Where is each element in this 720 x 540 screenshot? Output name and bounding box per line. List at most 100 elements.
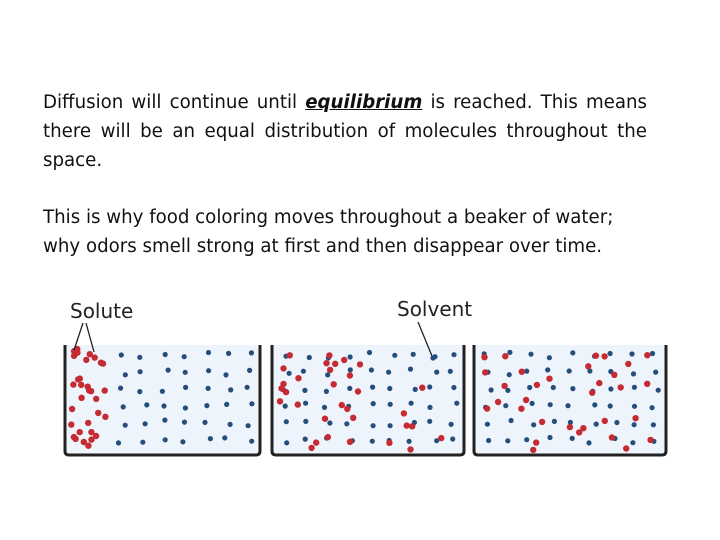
solvent-molecule [387, 401, 393, 407]
solute-molecule [617, 384, 624, 391]
solvent-molecule [650, 422, 657, 428]
solute-molecule [403, 422, 410, 429]
solvent-molecule [386, 369, 392, 375]
beaker-water [272, 345, 464, 455]
solute-molecule [608, 434, 616, 441]
solvent-molecule [282, 403, 288, 409]
solute-molecule [530, 446, 537, 454]
solvent-molecule [249, 401, 255, 407]
solute-molecule [330, 381, 337, 388]
solvent-molecule [451, 384, 457, 391]
solvent-molecule [205, 385, 211, 391]
solute-molecule [419, 384, 426, 391]
solute-molecule [101, 387, 108, 394]
solute-molecule [92, 432, 100, 440]
solvent-molecule [162, 351, 168, 358]
solute-molecule [68, 405, 76, 413]
solvent-molecule [567, 419, 573, 425]
solvent-molecule [115, 440, 122, 446]
solvent-molecule [486, 437, 492, 444]
solvent-molecule [142, 421, 148, 427]
solvent-molecule [407, 366, 414, 372]
solvent-molecule [524, 437, 530, 443]
solute-molecule [87, 388, 95, 395]
solvent-molecule [587, 368, 593, 374]
solvent-molecule [327, 420, 333, 426]
solute-molecule [72, 435, 79, 443]
solvent-molecule [347, 385, 353, 391]
solute-molecule [95, 409, 102, 417]
solute-molecule [546, 375, 553, 382]
solvent-molecule [144, 402, 150, 408]
solvent-molecule [607, 350, 613, 357]
solvent-molecule [303, 400, 309, 406]
solvent-molecule [450, 436, 456, 442]
solvent-molecule [593, 421, 599, 427]
solvent-molecule [434, 438, 440, 444]
solvent-molecule [607, 403, 613, 409]
solvent-molecule [586, 440, 592, 446]
solute-molecule [313, 439, 320, 446]
solvent-molecule [162, 417, 168, 423]
solvent-molecule [505, 438, 511, 444]
solvent-molecule [223, 372, 229, 378]
solute-molecule [76, 428, 83, 436]
solvent-molecule [122, 372, 128, 378]
solvent-molecule [165, 367, 171, 373]
beaker-outline [63, 345, 262, 457]
solvent-molecule [546, 355, 552, 361]
solvent-molecule [137, 389, 143, 395]
solute-label: Solute [70, 299, 134, 323]
solute-molecule [321, 415, 329, 422]
solute-molecule [409, 423, 416, 430]
solute-molecule [533, 381, 541, 389]
solvent-molecule [284, 440, 290, 446]
solvent-molecule [565, 403, 571, 409]
solvent-molecule [370, 423, 376, 429]
solute-molecule [85, 419, 92, 427]
solvent-molecule [347, 367, 353, 373]
solute-molecule [308, 444, 315, 452]
solvent-molecule [570, 386, 576, 392]
diffusion-figure: Solute Solvent [60, 290, 670, 465]
solute-molecule [644, 352, 651, 359]
solvent-molecule [204, 403, 210, 409]
paragraph-text-start: Diffusion will continue until [43, 92, 306, 113]
solvent-molecule [545, 367, 551, 373]
solvent-molecule [631, 384, 638, 390]
solute-molecule [407, 446, 414, 453]
solute-molecule [647, 436, 654, 444]
solute-molecule [482, 369, 489, 376]
solute-molecule [350, 414, 357, 421]
solvent-molecule [137, 369, 143, 375]
solvent-molecule [140, 439, 146, 445]
solute-molecule [483, 405, 491, 412]
solute-molecule [518, 405, 525, 412]
solvent-molecule [227, 421, 233, 427]
solvent-molecule [427, 384, 433, 390]
solvent-molecule [566, 368, 572, 374]
solvent-molecule [306, 354, 312, 361]
solute-molecule [97, 359, 105, 366]
solvent-molecule [630, 440, 636, 446]
paragraph-text-end: is reached. This means there will be an … [43, 92, 647, 171]
solute-molecule [78, 381, 85, 389]
solvent-molecule [344, 421, 350, 427]
beaker-3 [472, 345, 668, 457]
solute-molecule [438, 434, 445, 442]
solvent-molecule [507, 349, 513, 355]
solute-molecule [501, 382, 508, 390]
solute-molecule [518, 368, 525, 375]
solute-molecule [280, 380, 287, 388]
solute-molecule [632, 415, 639, 422]
solute-molecule [481, 354, 488, 361]
solvent-molecule [387, 423, 393, 429]
solute-molecule [280, 365, 287, 372]
solvent-molecule [430, 355, 436, 361]
solvent-molecule [180, 439, 186, 445]
solvent-molecule [370, 401, 376, 407]
solute-molecule [282, 388, 290, 396]
beaker-outline [270, 345, 466, 457]
solvent-molecule [182, 405, 188, 411]
beaker-2 [270, 345, 466, 457]
